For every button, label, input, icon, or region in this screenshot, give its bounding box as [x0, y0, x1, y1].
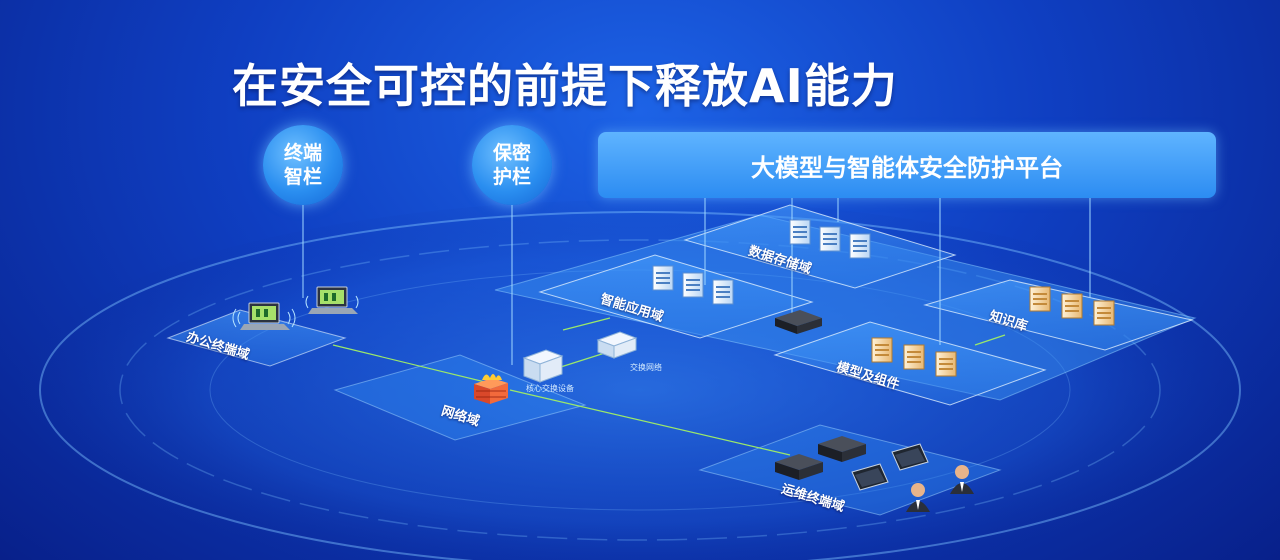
server-icon: [871, 337, 893, 363]
server-icon: [1029, 286, 1051, 312]
switch-icon: [522, 349, 564, 383]
vertical-connectors: [302, 198, 1091, 365]
zone-network: [333, 354, 587, 441]
laptop-icon: [308, 286, 358, 314]
monitor-icon: [891, 443, 929, 471]
server-icon: [1061, 293, 1083, 319]
badge-line: 终端: [283, 142, 322, 164]
zone-smart-app: [538, 254, 814, 339]
appliance-icon: [818, 436, 866, 462]
badge-line: 护栏: [492, 166, 531, 188]
zone-knowledge: [923, 279, 1194, 351]
server-icon: [935, 351, 957, 377]
person-icon: [950, 465, 974, 494]
core-switch-label: 核心交换设备: [526, 384, 574, 393]
person-icon: [906, 483, 930, 512]
server-icon: [789, 219, 811, 245]
server-icon: [682, 272, 704, 298]
page-title: 在安全可控的前提下释放AI能力: [232, 59, 898, 113]
access-switch-label: 交换网络: [630, 363, 662, 372]
zone-ops: [698, 424, 1002, 516]
platform-banner: 大模型与智能体安全防护平台: [598, 132, 1216, 198]
server-icon: [1093, 300, 1115, 326]
zone-office: [166, 309, 347, 367]
monitor-icon: [851, 463, 889, 491]
appliance-icon: [775, 454, 823, 480]
secrecy-guard-badge: 保密 护栏: [472, 125, 552, 205]
server-icon: [849, 233, 871, 259]
appliance-icon: [775, 310, 822, 334]
switch-icon: [596, 331, 638, 359]
server-icon: [712, 279, 734, 305]
server-icon: [903, 344, 925, 370]
badge-line: 保密: [492, 142, 531, 164]
server-icon: [819, 226, 841, 252]
server-icon: [652, 265, 674, 291]
badge-line: 智栏: [283, 166, 322, 188]
terminal-guard-badge: 终端 智栏: [263, 125, 343, 205]
firewall-icon: [474, 374, 508, 404]
laptop-icon: [240, 302, 290, 330]
wifi-icon: [232, 295, 359, 328]
